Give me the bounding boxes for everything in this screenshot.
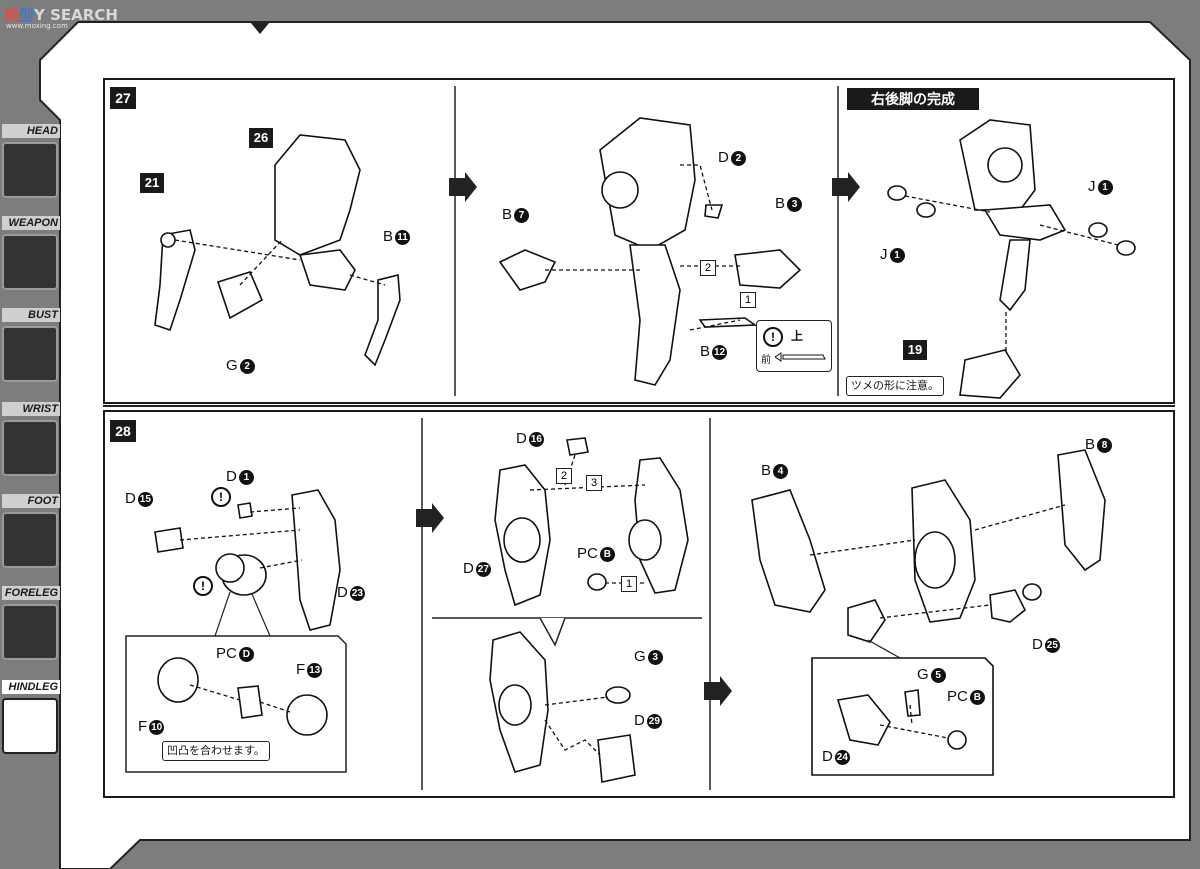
- hint-up: 上: [791, 329, 804, 343]
- foreleg-thumbnail-icon: [2, 604, 58, 660]
- orientation-part-icon: [775, 352, 826, 362]
- step-number: 27: [110, 87, 136, 109]
- sidebar-item-hindleg[interactable]: HINDLEG: [0, 680, 66, 772]
- sidebar-label: HINDLEG: [2, 680, 60, 694]
- watermark-url: www.moxing.com: [6, 22, 68, 30]
- sidebar-item-wrist[interactable]: WRIST: [0, 402, 66, 494]
- weapon-thumbnail-icon: [2, 234, 58, 290]
- watermark: 模型Y SEARCH: [4, 6, 118, 24]
- sidebar-item-foreleg[interactable]: FORELEG: [0, 586, 66, 678]
- attention-icon: !: [763, 327, 783, 347]
- sidebar-item-weapon[interactable]: WEAPON: [0, 216, 66, 308]
- sidebar-label: FOOT: [2, 494, 60, 508]
- alignment-note: 凹凸を合わせます。: [162, 741, 270, 761]
- step-arrow-icon: [416, 503, 444, 533]
- step-27-panel: [103, 78, 1175, 404]
- attention-icon: !: [211, 487, 231, 507]
- hint-front: 前: [761, 355, 771, 366]
- hindleg-thumbnail-icon: [2, 698, 58, 754]
- part-21-tag: 21: [140, 173, 164, 193]
- sidebar-item-head[interactable]: HEAD: [0, 124, 66, 216]
- step-arrow-icon: [832, 172, 860, 202]
- sequence-2: 2: [700, 260, 716, 276]
- completion-title: 右後脚の完成: [847, 88, 979, 110]
- sidebar-item-bust[interactable]: BUST: [0, 308, 66, 400]
- step-arrow-icon: [449, 172, 477, 202]
- sidebar-item-foot[interactable]: FOOT: [0, 494, 66, 586]
- orientation-hint-box: ! 上 前: [756, 320, 832, 372]
- sidebar-label: WRIST: [2, 402, 60, 416]
- sidebar-label: HEAD: [2, 124, 60, 138]
- sidebar-label: FORELEG: [2, 586, 60, 600]
- sequence-1: 1: [621, 576, 637, 592]
- part-19-tag: 19: [903, 340, 927, 360]
- sequence-1: 1: [740, 292, 756, 308]
- part-26-tag: 26: [249, 128, 273, 148]
- sidebar-label: BUST: [2, 308, 60, 322]
- attention-icon: !: [193, 576, 213, 596]
- claw-shape-note: ツメの形に注意。: [846, 376, 944, 396]
- step-28-panel: [103, 410, 1175, 798]
- sequence-2: 2: [556, 468, 572, 484]
- foot-thumbnail-icon: [2, 512, 58, 568]
- sequence-3: 3: [586, 475, 602, 491]
- bust-thumbnail-icon: [2, 326, 58, 382]
- wrist-thumbnail-icon: [2, 420, 58, 476]
- head-thumbnail-icon: [2, 142, 58, 198]
- step-arrow-icon: [704, 676, 732, 706]
- sidebar-label: WEAPON: [2, 216, 60, 230]
- page-number: 015: [78, 846, 112, 864]
- step-number: 28: [110, 420, 136, 442]
